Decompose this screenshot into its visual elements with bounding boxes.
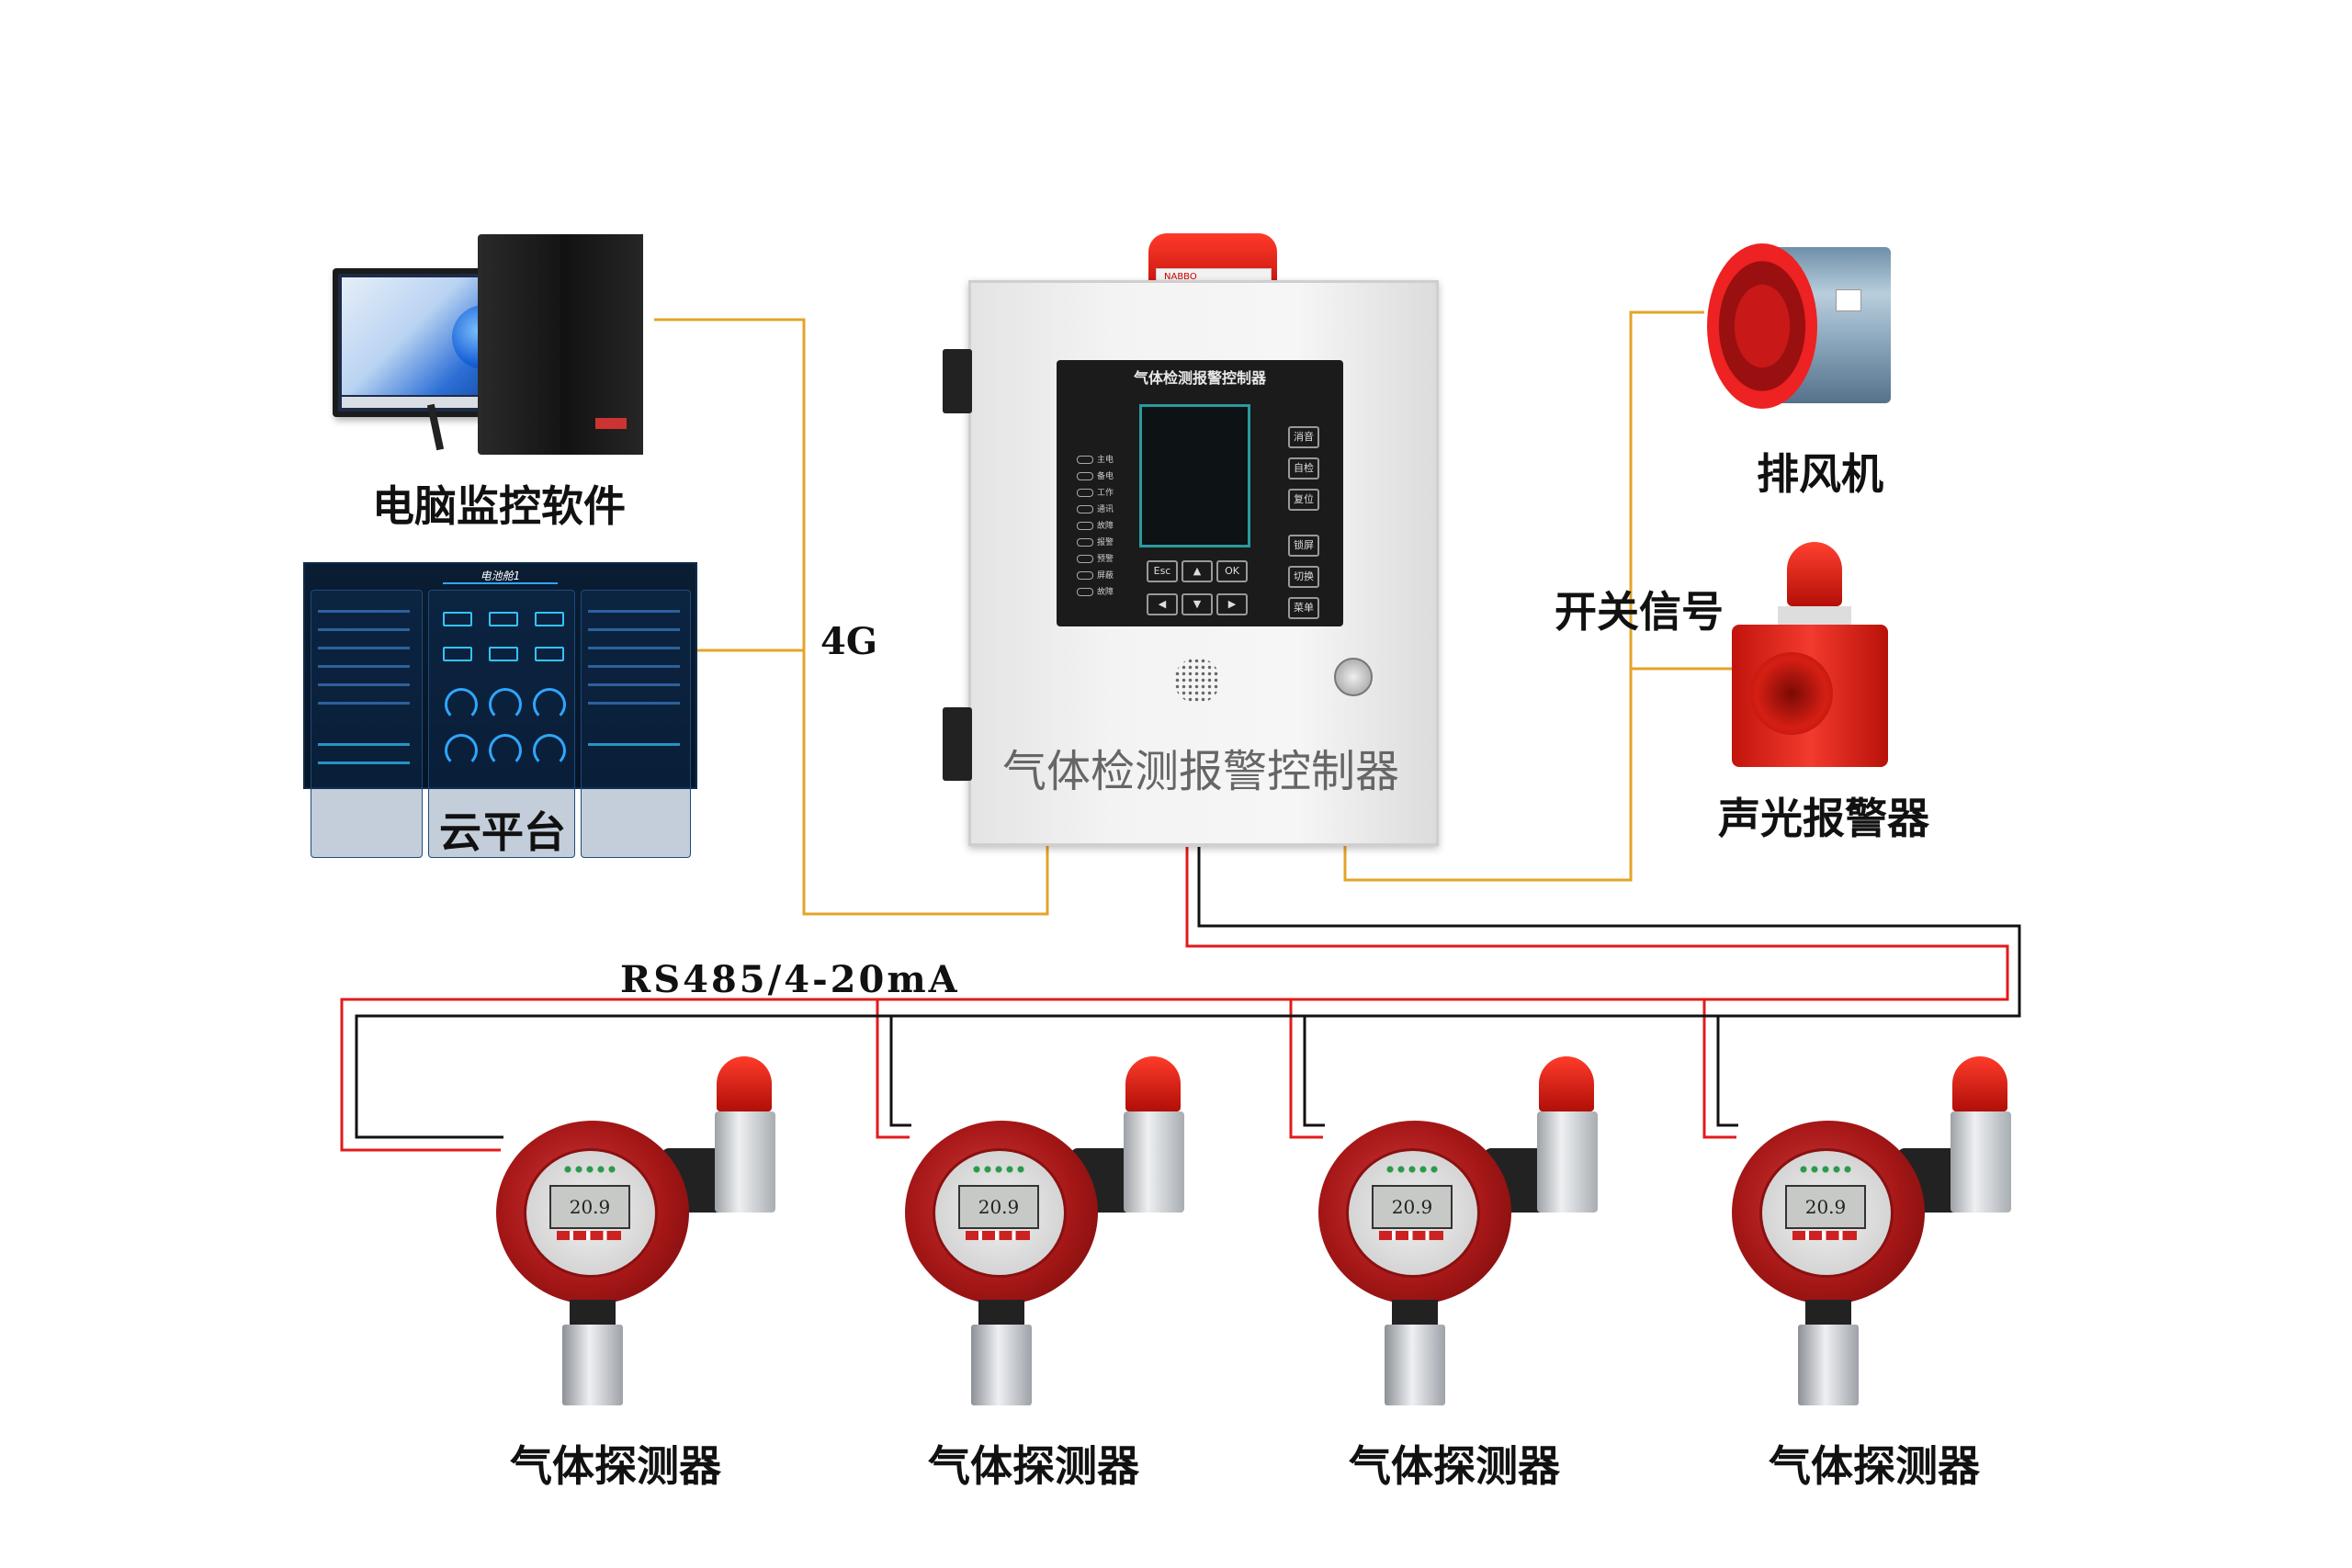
dashboard-title: 电池舱1 — [443, 568, 558, 584]
up-key: ▲ — [1182, 560, 1213, 582]
led-label-list: 主电 备电 工作 通讯 故障 报警 预警 屏蔽 故障 — [1097, 452, 1134, 601]
detector-reading: 20.9 — [1372, 1185, 1453, 1229]
beacon-brand: NABBO — [1164, 272, 1197, 282]
pc-software-label: 电脑监控软件 — [372, 481, 626, 531]
led-label: 故障 — [1097, 588, 1114, 597]
switch-key: 切换 — [1288, 566, 1319, 588]
detector-label: 气体探测器 — [1769, 1441, 1980, 1491]
detector-label: 气体探测器 — [928, 1441, 1139, 1491]
led-indicator — [1077, 505, 1093, 513]
cloud-dashboard-screenshot: 电池舱1 — [303, 562, 697, 858]
led-indicator — [1077, 522, 1093, 530]
controller-front-label: 气体检测报警控制器 — [1001, 746, 1399, 797]
led-indicator — [1077, 555, 1093, 563]
down-key: ▼ — [1182, 593, 1213, 615]
controller-lcd-screen — [1139, 404, 1250, 547]
hinge-icon — [943, 707, 972, 781]
menu-key: 菜单 — [1288, 597, 1319, 619]
right-key: ▶ — [1216, 593, 1248, 615]
switch-signal-label: 开关信号 — [1555, 587, 1724, 637]
led-indicator — [1077, 538, 1093, 547]
exhaust-fan-label: 排风机 — [1757, 449, 1883, 499]
detector-reading: 20.9 — [958, 1185, 1039, 1229]
detector-reading: 20.9 — [549, 1185, 630, 1229]
cloud-platform-label: 云平台 — [439, 807, 566, 857]
led-indicator — [1077, 472, 1093, 480]
led-label: 通讯 — [1097, 505, 1114, 514]
led-label: 故障 — [1097, 522, 1114, 531]
key-lock-icon — [1334, 658, 1373, 696]
exhaust-fan-icon — [1707, 234, 1900, 418]
self-test-key: 自检 — [1288, 457, 1319, 479]
reset-key: 复位 — [1288, 489, 1319, 511]
bus-black-wire — [355, 847, 2021, 1139]
panel-title: 气体检测报警控制器 — [1133, 369, 1266, 387]
left-key: ◀ — [1147, 593, 1178, 615]
led-indicator — [1077, 456, 1093, 464]
led-indicator — [1077, 588, 1093, 596]
hinge-icon — [943, 349, 972, 413]
bus-protocol-label: RS485/4-20mA — [620, 958, 960, 1001]
led-label: 主电 — [1097, 456, 1114, 465]
controller-front-panel: 气体检测报警控制器 主电 备电 工作 通讯 故障 报警 预警 屏蔽 故障 消音 … — [1057, 360, 1343, 626]
detector-label: 气体探测器 — [510, 1441, 721, 1491]
ok-key: OK — [1216, 560, 1248, 582]
led-label: 屏蔽 — [1097, 571, 1114, 581]
gas-detector: 20.9 — [1732, 1056, 2011, 1405]
gas-detector: 20.9 — [905, 1056, 1184, 1405]
sound-light-alarm-label: 声光报警器 — [1718, 794, 1929, 843]
led-label: 预警 — [1097, 555, 1114, 564]
detector-label: 气体探测器 — [1349, 1441, 1560, 1491]
lock-screen-key: 锁屏 — [1288, 535, 1319, 557]
link-4g-label: 4G — [820, 620, 877, 663]
led-label: 备电 — [1097, 472, 1114, 481]
led-indicator — [1077, 571, 1093, 580]
led-label: 工作 — [1097, 489, 1114, 498]
bus-red-wire — [340, 847, 2009, 1152]
pc-tower — [478, 234, 643, 455]
led-indicator — [1077, 489, 1093, 497]
detector-reading: 20.9 — [1785, 1185, 1866, 1229]
esc-key: Esc — [1147, 560, 1178, 582]
speaker-grille-icon — [1174, 658, 1220, 704]
gas-detector: 20.9 — [496, 1056, 775, 1405]
led-label: 报警 — [1097, 538, 1114, 547]
mute-key: 消音 — [1288, 426, 1319, 448]
gas-detector: 20.9 — [1318, 1056, 1598, 1405]
